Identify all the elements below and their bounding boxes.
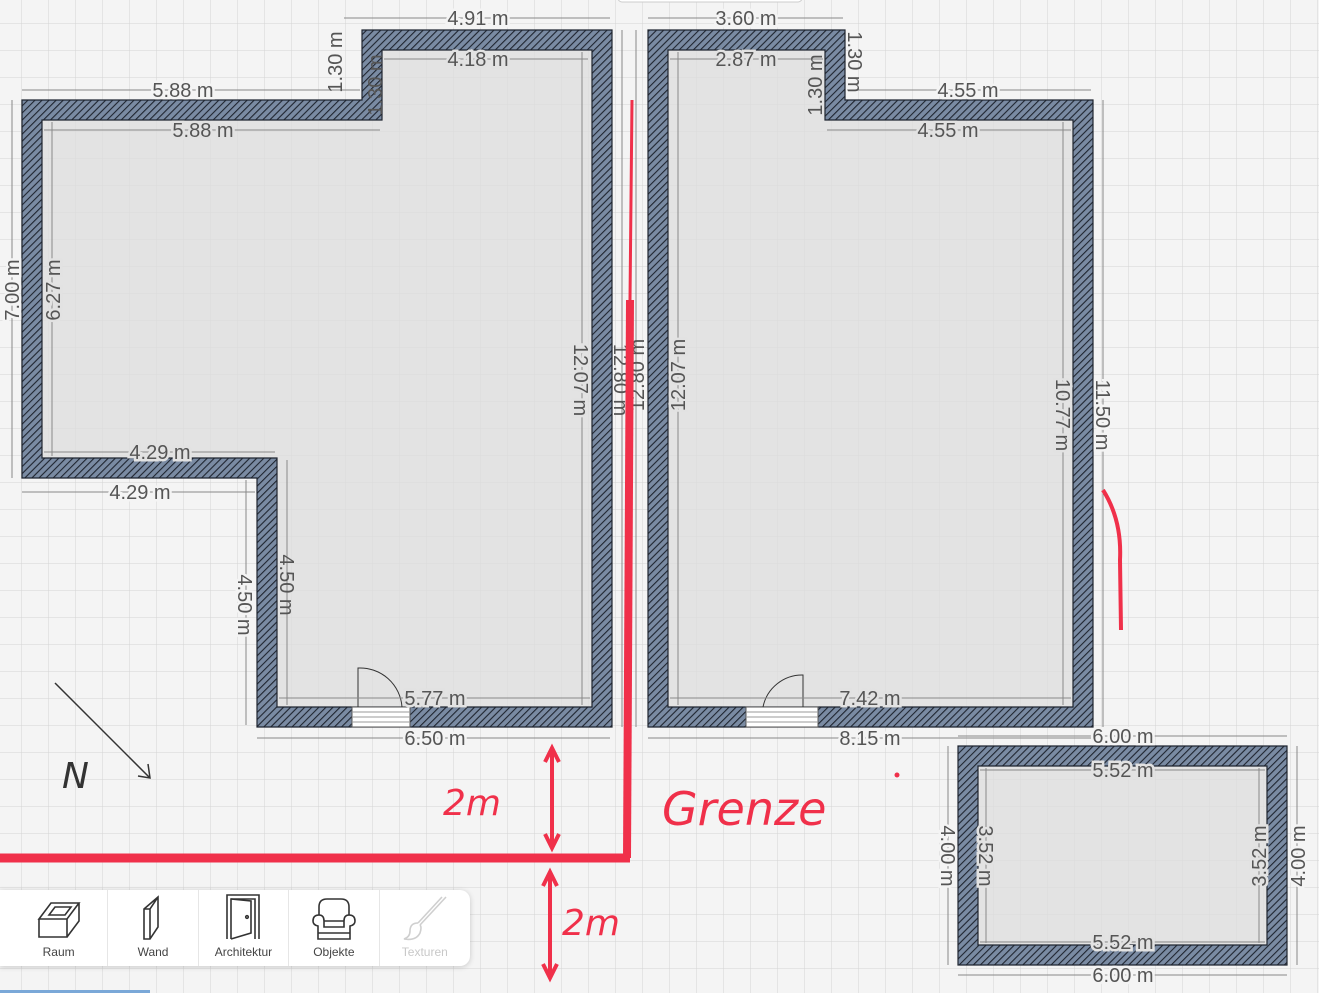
dim-label: 3.60 m — [715, 8, 776, 30]
dim-label: 10.77 m — [1051, 379, 1073, 451]
paintbrush-icon — [403, 896, 447, 941]
red-annotations: 2m 2m Grenze — [0, 99, 1123, 983]
tool-raum[interactable]: Raum — [0, 890, 109, 966]
dim-label: 5.52 m — [1092, 932, 1153, 954]
dim-label: 5.77 m — [404, 688, 465, 710]
distance-label-upper: 2m — [443, 783, 501, 824]
dim-label: 12.07 m — [668, 339, 690, 411]
tool-label: Objekte — [313, 945, 355, 959]
dim-label: 2.87 m — [715, 49, 776, 71]
dimension-labels: 4.91 m 4.18 m 1.30 m 1.30 m 5.88 m 5.88 … — [0, 6, 1313, 990]
dim-label: 6.00 m — [1092, 965, 1153, 987]
dim-label: 4.55 m — [937, 80, 998, 102]
dim-label: 4.18 m — [447, 49, 508, 71]
distance-arrow-lower — [541, 867, 559, 983]
dim-label: 1.30 m — [843, 31, 865, 92]
dim-label: 7.00 m — [2, 259, 24, 320]
dim-label: 11.50 m — [1091, 380, 1113, 451]
wall-icon — [143, 895, 159, 940]
distance-label-lower: 2m — [562, 903, 620, 944]
dim-label: 4.29 m — [129, 442, 190, 464]
room-box-icon — [37, 902, 81, 938]
tool-objekte[interactable]: Objekte — [289, 890, 380, 966]
tool-label: Raum — [42, 945, 75, 959]
north-indicator: N — [54, 682, 151, 797]
tool-label: Architektur — [214, 945, 273, 959]
tool-texturen[interactable]: Texturen — [380, 890, 470, 966]
dim-label: 4.00 m — [936, 825, 958, 886]
dim-label: 8.15 m — [839, 728, 900, 750]
dim-label: 3.52 m — [974, 825, 996, 886]
tool-label: Texturen — [401, 945, 448, 959]
dim-label: 5.88 m — [152, 80, 213, 102]
small-building-walls[interactable] — [957, 745, 1288, 966]
bottom-edge-indicator — [0, 990, 150, 993]
dim-label: 4.91 m — [447, 8, 508, 30]
door-icon — [226, 894, 261, 940]
red-mark — [1101, 488, 1123, 631]
armchair-icon — [312, 898, 356, 940]
dim-label: 4.55 m — [917, 120, 978, 142]
dim-label: 3.52 m — [1249, 825, 1271, 886]
dim-label: 1.30 m — [805, 54, 827, 115]
dim-label: 6.27 m — [43, 259, 65, 320]
dim-label: 1.30 m — [325, 31, 347, 92]
dim-label: 7.42 m — [839, 688, 900, 710]
room-floors — [42, 50, 1267, 945]
dim-label: 4.50 m — [233, 574, 255, 635]
door-right[interactable] — [745, 674, 819, 728]
dim-label: 4.00 m — [1288, 825, 1310, 886]
dim-label: 6.50 m — [404, 728, 465, 750]
dim-label: 1.30 m — [365, 54, 387, 115]
dim-label: 12.07 m — [569, 344, 591, 416]
tool-wand[interactable]: Wand — [108, 890, 199, 966]
tool-architektur[interactable]: Architektur — [199, 890, 290, 966]
dim-label: 4.29 m — [109, 482, 170, 504]
dim-label: 6.00 m — [1092, 726, 1153, 748]
dim-label: 5.88 m — [172, 120, 233, 142]
boundary-label: Grenze — [662, 782, 826, 836]
right-building-walls[interactable] — [647, 29, 1094, 728]
top-panel-edge — [617, 0, 803, 3]
dim-label: 5.52 m — [1092, 760, 1153, 782]
distance-arrow-upper — [543, 743, 561, 853]
dim-label: 4.50 m — [275, 554, 297, 615]
north-arrow-icon — [54, 682, 151, 779]
bottom-toolbar: Raum Wand Architektur Objekte Texturen — [0, 890, 470, 966]
left-building-walls[interactable] — [21, 29, 613, 728]
dimension-lines — [11, 17, 1298, 976]
north-label: N — [62, 756, 89, 797]
tool-label: Wand — [137, 945, 169, 959]
door-left[interactable] — [351, 667, 411, 728]
